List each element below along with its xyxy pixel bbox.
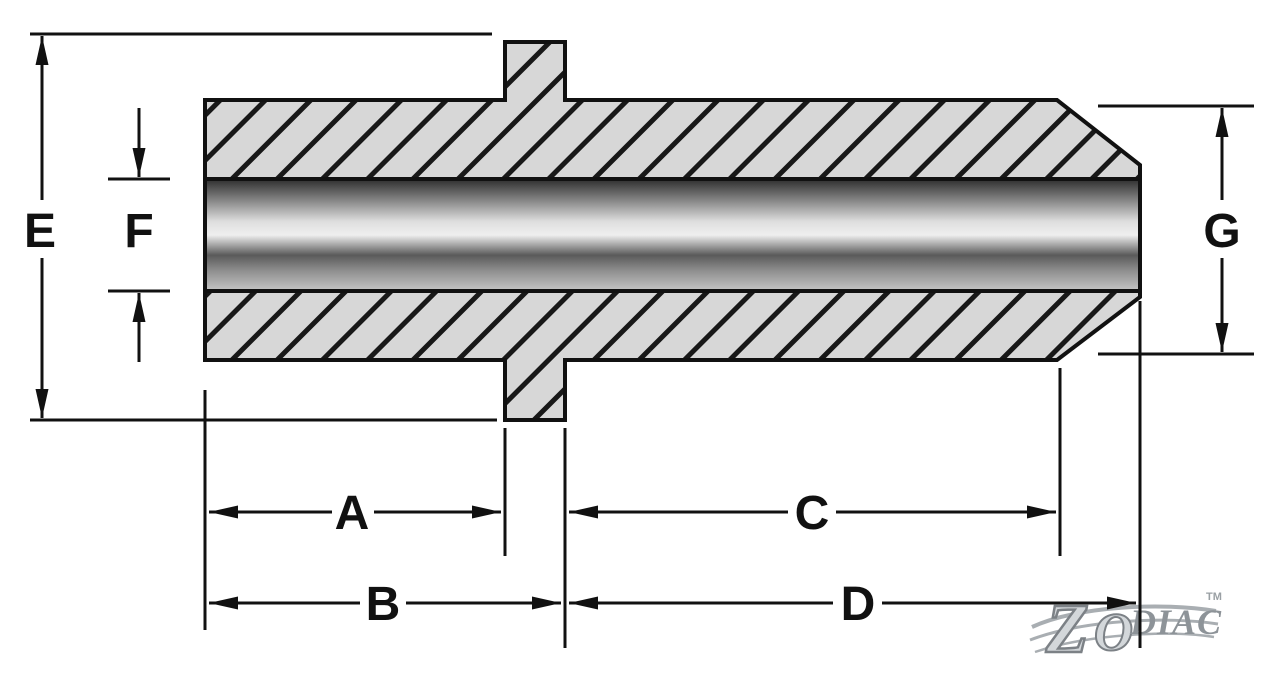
dim-b [209,428,567,648]
dim-e [30,32,497,422]
dim-label-c: C [795,487,830,540]
dim-label-g: G [1203,205,1240,258]
dim-c [569,368,1062,556]
dim-label-d: D [841,578,876,631]
logo-diac-text: DIAC [1129,602,1222,642]
dim-label-b: B [366,578,401,631]
dim-g [1098,104,1254,356]
dim-f [108,108,170,362]
dim-label-a: A [335,487,370,540]
dim-a [203,390,507,630]
dim-d [569,301,1142,648]
logo-letter-o: O [1094,602,1133,662]
bore [205,179,1140,291]
logo-swoosh-middle [1029,618,1219,642]
dim-label-e: E [24,205,56,258]
logo-tm-mark: TM [1206,591,1222,603]
logo-swoosh-bottom [1034,632,1215,654]
dim-label-f: F [124,205,153,258]
